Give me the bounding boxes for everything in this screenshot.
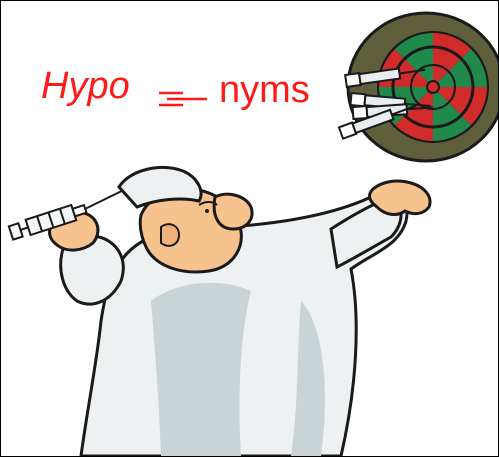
dash-lines-icon — [159, 91, 207, 107]
syringe-icon — [7, 189, 124, 241]
dartboard-icon — [337, 11, 498, 163]
title-suffix: nyms — [219, 69, 310, 111]
stuck-syringes — [337, 67, 433, 140]
title-prefix: Hypo — [41, 65, 130, 107]
doctor-icon — [48, 166, 432, 456]
